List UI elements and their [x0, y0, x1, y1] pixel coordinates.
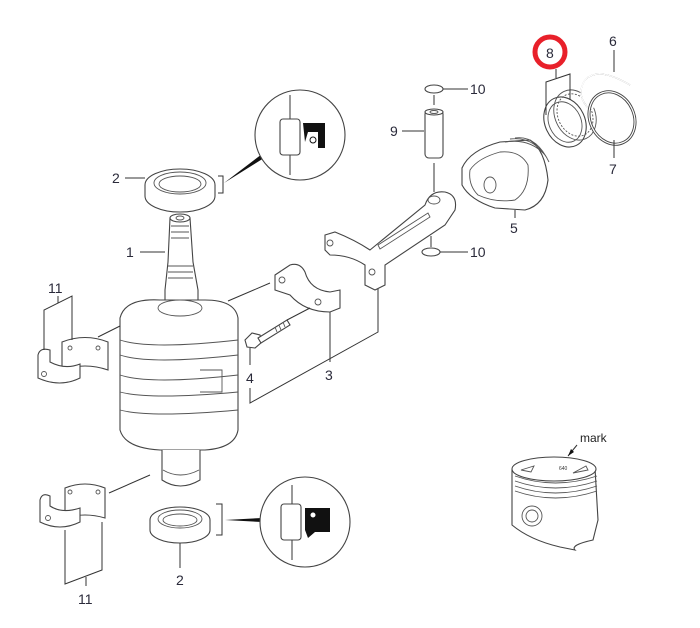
piston-pin[interactable] — [424, 108, 444, 159]
connecting-rod-cap[interactable] — [274, 263, 341, 313]
callout-3: 3 — [325, 367, 333, 383]
svg-text:640: 640 — [559, 466, 568, 472]
piston-mark-detail[interactable]: 640 — [511, 456, 599, 551]
callout-2-upper: 2 — [112, 170, 120, 186]
second-ring[interactable] — [581, 84, 644, 152]
mark-label: mark — [580, 431, 608, 445]
callout-9: 9 — [390, 123, 398, 139]
callout-1: 1 — [126, 244, 134, 260]
bearing-upper[interactable] — [37, 336, 109, 384]
callout-11-upper: 11 — [48, 280, 63, 296]
seal-detail-circle-lower[interactable] — [259, 476, 351, 568]
connecting-rod[interactable] — [324, 191, 457, 291]
circlip-lower[interactable] — [421, 247, 441, 257]
mark-arrow-icon — [568, 449, 574, 456]
bearing-lower[interactable] — [39, 483, 106, 528]
callout-2-lower: 2 — [176, 572, 184, 588]
callout-10-upper: 10 — [470, 81, 486, 97]
callout-10-lower: 10 — [470, 244, 486, 260]
seal-bracket-upper — [218, 175, 224, 194]
oil-seal-upper[interactable] — [144, 168, 216, 213]
seal-detail-circle-upper[interactable] — [254, 89, 346, 181]
crankshaft[interactable] — [119, 213, 239, 487]
circlip-upper[interactable] — [424, 84, 444, 94]
detail-pointer-upper — [224, 154, 264, 183]
callout-4: 4 — [246, 370, 254, 386]
callout-8: 8 — [546, 45, 554, 61]
callout-7: 7 — [609, 161, 617, 177]
connecting-rod-bolt[interactable] — [244, 319, 291, 349]
detail-pointer-lower — [225, 518, 262, 522]
callout-11-lower: 11 — [78, 591, 93, 607]
callout-6: 6 — [609, 33, 617, 49]
piston[interactable] — [461, 137, 550, 211]
highlight-ring — [532, 34, 568, 70]
oil-seal-lower[interactable] — [149, 506, 211, 544]
seal-bracket-lower — [216, 503, 223, 536]
callout-5: 5 — [510, 220, 518, 236]
